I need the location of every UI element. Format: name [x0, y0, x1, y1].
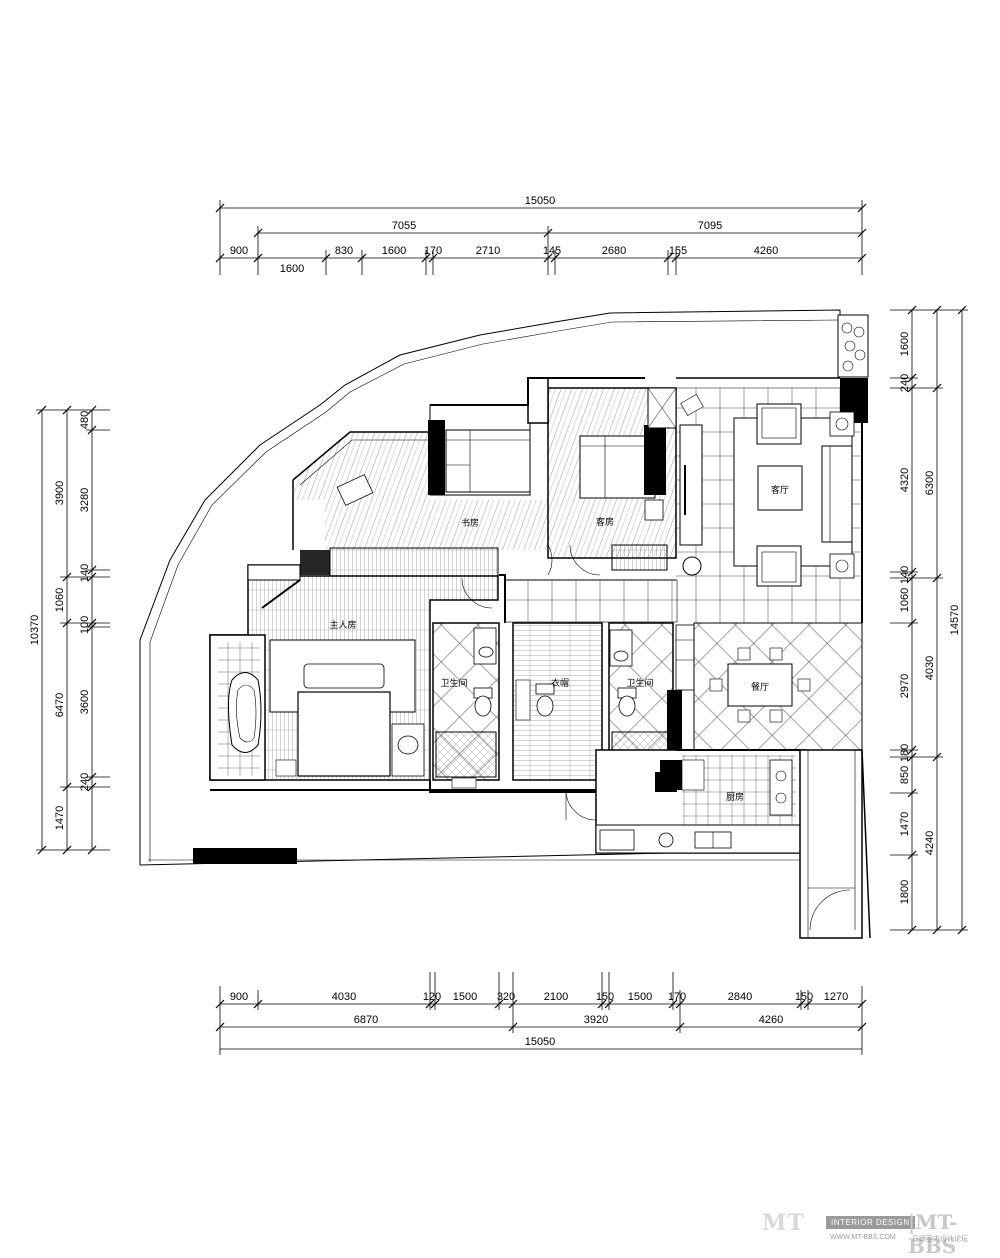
watermark-mt: MT — [762, 1210, 805, 1236]
bottom-seg-dim: 900 — [230, 991, 248, 1003]
bottom-seg-dim: 1500 — [628, 991, 652, 1003]
right-dimension-lines — [890, 309, 968, 931]
top-total-dim: 15050 — [525, 195, 556, 207]
left-total-dim: 10370 — [29, 615, 41, 646]
right-inner-dim: 850 — [899, 766, 911, 784]
left-inner-dim: 480 — [79, 411, 91, 429]
bottom-group-dim: 3920 — [584, 1014, 608, 1026]
left-outer-dim: 6470 — [54, 693, 66, 717]
kitchen-label: 厨房 — [726, 791, 744, 803]
dining-room-label: 餐厅 — [751, 681, 769, 693]
guest-room: 客房 — [527, 377, 677, 576]
right-outer-dim: 6300 — [924, 471, 936, 495]
top-right-half-dim: 7095 — [698, 220, 722, 232]
right-outer-dim: 4030 — [924, 656, 936, 680]
bottom-group-dim: 6870 — [354, 1014, 378, 1026]
bottom-seg-dim: 150 — [795, 991, 813, 1003]
study-label: 书房 — [461, 517, 479, 529]
guest-room-label: 客房 — [596, 516, 614, 528]
service-balcony — [799, 749, 871, 939]
top-seg-dim: 4260 — [754, 245, 778, 257]
right-inner-dim: 2970 — [899, 674, 911, 698]
right-inner-dim: 1800 — [899, 880, 911, 904]
bottom-seg-dim: 2100 — [544, 991, 568, 1003]
top-sub-dim: 1600 — [280, 263, 304, 275]
right-total-dim: 14570 — [949, 605, 961, 636]
master-bedroom: 主人房 — [209, 564, 499, 781]
bottom-total-dim: 15050 — [525, 1036, 556, 1048]
bottom-seg-dim: 1270 — [824, 991, 848, 1003]
living-room-label: 客厅 — [771, 484, 789, 496]
top-seg-dim: 1600 — [382, 245, 406, 257]
watermark-badge: INTERIOR DESIGN — [826, 1216, 915, 1229]
top-seg-dim: 155 — [669, 245, 687, 257]
left-inner-dim: 100 — [79, 616, 91, 634]
bottom-seg-dim: 320 — [497, 991, 515, 1003]
main-walls — [210, 377, 800, 793]
watermark: MT INTERIOR DESIGN |MT-BBS WWW.MT-BBS.CO… — [762, 1198, 992, 1258]
top-seg-dim: 2710 — [476, 245, 500, 257]
right-inner-dim: 180 — [899, 744, 911, 762]
study-room: 书房 — [292, 404, 548, 577]
living-room: 客厅 — [504, 314, 869, 623]
right-inner-dim: 1470 — [899, 812, 911, 836]
top-seg-dim: 830 — [335, 245, 353, 257]
wardrobe-room: 衣帽 — [512, 622, 603, 781]
left-outer-dim: 1060 — [54, 588, 66, 612]
left-inner-dim: 240 — [79, 773, 91, 791]
right-inner-dim: 4320 — [899, 468, 911, 492]
wall-block — [193, 848, 297, 864]
bottom-seg-dim: 4030 — [332, 991, 356, 1003]
bathroom-left: 卫生间 — [432, 622, 500, 789]
top-seg-dim: 145 — [543, 245, 561, 257]
bottom-group-dim: 4260 — [759, 1014, 783, 1026]
right-inner-dim: 1060 — [899, 588, 911, 612]
right-inner-dim: 140 — [899, 566, 911, 584]
top-seg-dim: 170 — [424, 245, 442, 257]
top-seg-dim: 2680 — [602, 245, 626, 257]
kitchen: 厨房 — [595, 749, 807, 854]
watermark-url: WWW.MT-BBS.COM — [830, 1234, 896, 1241]
bottom-seg-dim: 170 — [668, 991, 686, 1003]
top-seg-dim: 900 — [230, 245, 248, 257]
watermark-cn: 马蹄室内设计论坛 — [912, 1236, 968, 1243]
left-inner-dim: 3600 — [79, 690, 91, 714]
bottom-seg-dim: 2840 — [728, 991, 752, 1003]
left-dimension-lines — [36, 409, 110, 851]
top-dimension-lines — [219, 200, 863, 275]
master-bedroom-label: 主人房 — [329, 619, 356, 631]
bathroom-left-label: 卫生间 — [440, 677, 467, 689]
left-outer-dim: 1470 — [54, 806, 66, 830]
bottom-seg-dim: 120 — [423, 991, 441, 1003]
right-inner-dim: 1600 — [899, 332, 911, 356]
bottom-seg-dim: 150 — [596, 991, 614, 1003]
dining-room: 餐厅 — [693, 622, 863, 751]
right-outer-dim: 4240 — [924, 831, 936, 855]
left-outer-dim: 3900 — [54, 481, 66, 505]
bottom-seg-dim: 1500 — [453, 991, 477, 1003]
left-inner-dim: 140 — [79, 564, 91, 582]
left-inner-dim: 3280 — [79, 488, 91, 512]
terrace-outline — [139, 309, 841, 865]
bathroom-right-label: 卫生间 — [626, 677, 653, 689]
top-left-half-dim: 7055 — [392, 220, 416, 232]
right-inner-dim: 240 — [899, 374, 911, 392]
wardrobe-label: 衣帽 — [551, 677, 569, 689]
